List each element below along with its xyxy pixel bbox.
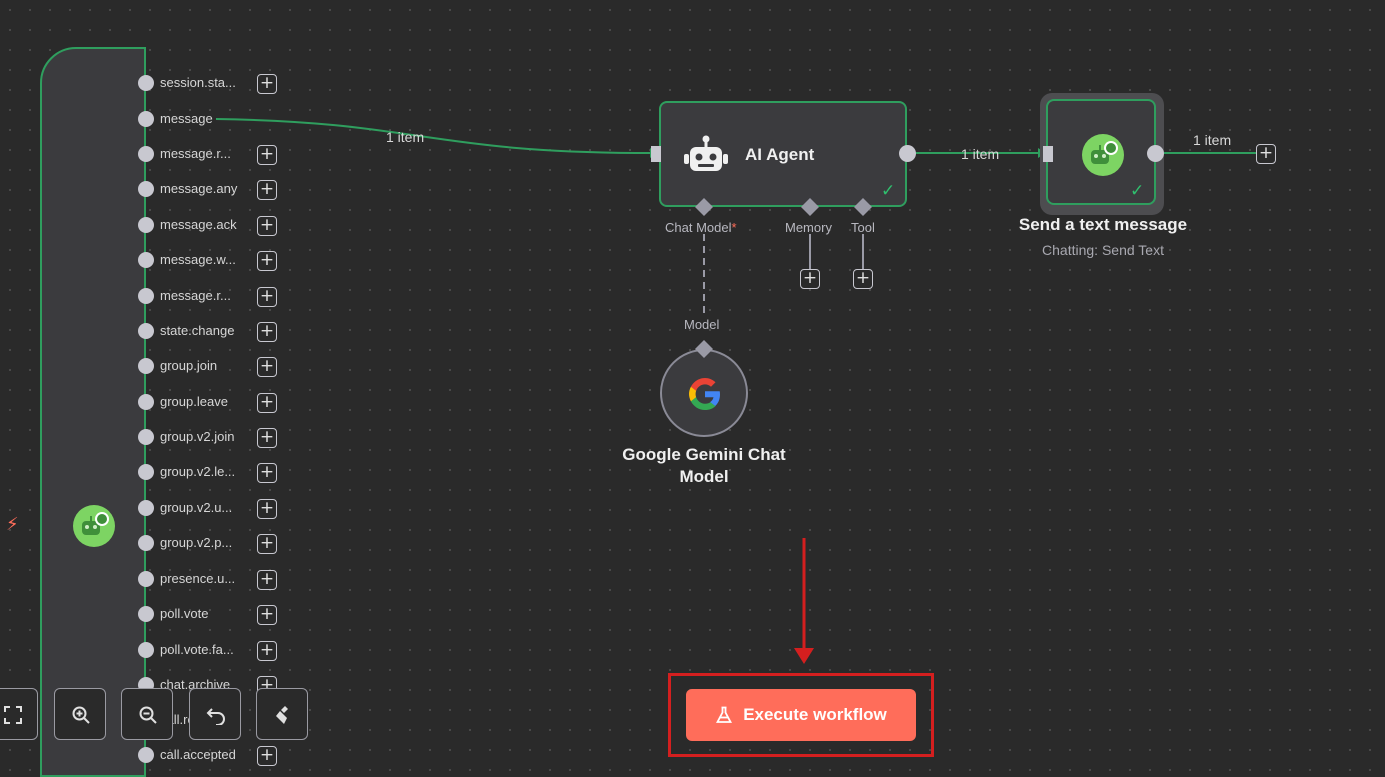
agent-input-handle[interactable] [651, 146, 665, 162]
output-label: message.ack [160, 217, 237, 232]
whatsapp-bot-icon [1082, 134, 1124, 176]
output-label: group.leave [160, 394, 228, 409]
add-node-button[interactable]: + [257, 216, 277, 236]
edge-item-count: 1 item [386, 129, 425, 145]
send-input-handle[interactable] [1039, 146, 1053, 162]
add-node-button[interactable]: + [257, 428, 277, 448]
edge-item-count: 1 item [961, 146, 1000, 162]
add-tool-button[interactable]: + [853, 269, 873, 289]
output-label: group.v2.join [160, 429, 235, 444]
output-handle[interactable] [138, 288, 154, 304]
add-node-button[interactable]: + [257, 322, 277, 342]
output-handle[interactable] [138, 535, 154, 551]
success-check-icon: ✓ [1130, 181, 1145, 200]
output-handle[interactable] [138, 642, 154, 658]
add-node-button[interactable]: + [257, 570, 277, 590]
add-memory-button[interactable]: + [800, 269, 820, 289]
output-handle[interactable] [138, 111, 154, 127]
zoom-out-button[interactable] [121, 688, 173, 740]
output-label: message [160, 111, 213, 126]
output-label: state.change [160, 323, 235, 338]
output-label: call.accepted [160, 747, 236, 762]
add-node-button[interactable]: + [257, 641, 277, 661]
send-node-title: Send a text message [1018, 215, 1188, 234]
add-node-button[interactable]: + [257, 393, 277, 413]
add-node-button[interactable]: + [257, 145, 277, 165]
add-node-button[interactable]: + [257, 357, 277, 377]
fit-view-button[interactable] [0, 688, 38, 740]
success-check-icon: ✓ [881, 181, 896, 200]
output-handle[interactable] [138, 429, 154, 445]
zoom-in-button[interactable] [54, 688, 106, 740]
undo-icon [206, 708, 225, 725]
output-handle[interactable] [138, 217, 154, 233]
output-handle[interactable] [138, 394, 154, 410]
zoom-out-icon [139, 706, 157, 724]
ai-agent-title: AI Agent [745, 145, 815, 164]
flask-icon [716, 706, 733, 723]
output-handle[interactable] [138, 181, 154, 197]
output-handle[interactable] [138, 500, 154, 516]
clean-up-button[interactable] [256, 688, 308, 740]
execute-workflow-button[interactable]: Execute workflow [686, 689, 916, 741]
send-node-subtitle: Chatting: Send Text [1042, 242, 1164, 258]
output-label: group.v2.u... [160, 500, 233, 515]
output-handle[interactable] [138, 747, 154, 763]
memory-port-label: Memory [785, 220, 832, 235]
clean-up-icon [276, 706, 288, 724]
ai-agent-node[interactable]: AI Agent ✓ [659, 101, 907, 207]
output-label: group.join [160, 358, 218, 373]
add-node-button[interactable]: + [257, 287, 277, 307]
output-label: group.v2.le... [160, 464, 236, 479]
add-node-button[interactable]: + [257, 605, 277, 625]
tool-port-label: Tool [851, 220, 875, 235]
undo-button[interactable] [189, 688, 241, 740]
output-label: poll.vote [160, 606, 209, 621]
gemini-chat-model-node[interactable] [660, 349, 748, 437]
chat-model-port-label: Chat Model* [665, 220, 737, 235]
add-node-button[interactable]: + [257, 180, 277, 200]
execute-workflow-label: Execute workflow [743, 705, 887, 724]
edge-item-count: 1 item [1193, 132, 1232, 148]
bolt-icon: ⚡ [6, 514, 19, 534]
output-label: message.r... [160, 146, 231, 161]
memory-port[interactable] [800, 197, 820, 217]
output-label: message.r... [160, 288, 231, 303]
output-label: session.sta... [160, 75, 236, 90]
output-handle[interactable] [138, 358, 154, 374]
add-node-button[interactable]: + [257, 251, 277, 271]
send-output-handle[interactable] [1147, 145, 1164, 162]
output-handle[interactable] [138, 146, 154, 162]
output-label: poll.vote.fa... [160, 642, 234, 657]
add-node-button[interactable]: + [257, 746, 277, 766]
add-next-node-button[interactable]: + [1256, 144, 1276, 164]
model-output-port[interactable] [694, 339, 714, 359]
google-g-icon [689, 378, 720, 410]
robot-icon [684, 135, 728, 171]
whatsapp-bot-icon [73, 505, 115, 547]
output-label: message.w... [160, 252, 236, 267]
output-handle[interactable] [138, 571, 154, 587]
execute-highlight-frame [668, 673, 934, 757]
zoom-in-icon [72, 706, 90, 724]
tool-port[interactable] [853, 197, 873, 217]
output-handle[interactable] [138, 606, 154, 622]
output-handle[interactable] [138, 252, 154, 268]
add-node-button[interactable]: + [257, 74, 277, 94]
output-handle[interactable] [138, 75, 154, 91]
model-port-label: Model [684, 317, 720, 332]
output-label: group.v2.p... [160, 535, 233, 550]
add-node-button[interactable]: + [257, 499, 277, 519]
add-node-button[interactable]: + [257, 463, 277, 483]
chat-model-port[interactable] [694, 197, 714, 217]
output-label: presence.u... [160, 571, 236, 586]
whatsapp-trigger-node[interactable] [40, 47, 146, 777]
output-label: message.any [160, 181, 238, 196]
output-handle[interactable] [138, 323, 154, 339]
output-handle[interactable] [138, 464, 154, 480]
agent-output-handle[interactable] [899, 145, 916, 162]
add-node-button[interactable]: + [257, 534, 277, 554]
fit-view-icon [4, 706, 22, 724]
